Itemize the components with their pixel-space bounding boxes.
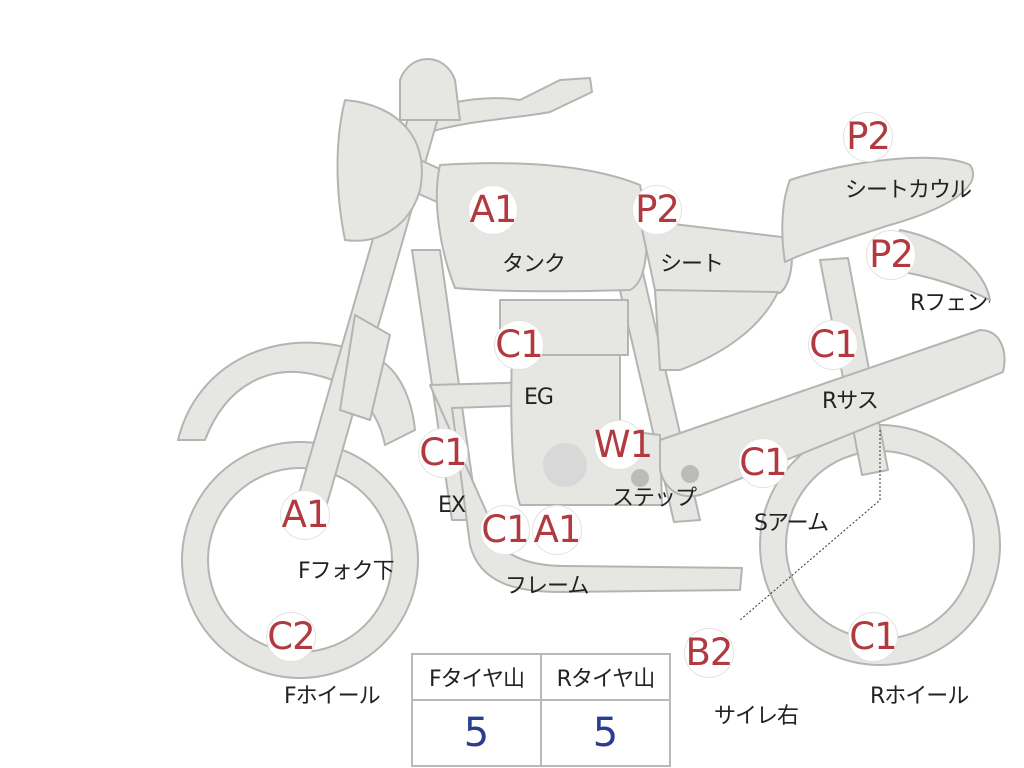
side-panel bbox=[654, 289, 779, 371]
seat-cowl-label: シートカウル bbox=[845, 178, 972, 203]
seat-marker: P2 bbox=[632, 185, 682, 235]
rear-wheel-marker: C1 bbox=[848, 612, 898, 662]
front-wheel-label: Fホイール bbox=[284, 684, 381, 709]
step-peg-left bbox=[631, 469, 649, 487]
front-fork-lower-label: Fフォク下 bbox=[298, 559, 395, 584]
side-scratch-marker: B2 bbox=[684, 628, 734, 678]
step-marker: W1 bbox=[594, 420, 653, 470]
step-peg-right bbox=[681, 465, 699, 483]
step-label: ステップ bbox=[612, 486, 697, 511]
frame-label: フレーム bbox=[505, 574, 589, 599]
tank-marker: A1 bbox=[468, 185, 518, 235]
swing-arm-label: Sアーム bbox=[754, 511, 829, 536]
frame-marker-c1: C1 bbox=[480, 505, 530, 555]
front-tread-header: Fタイヤ山 bbox=[411, 653, 542, 701]
headlight bbox=[336, 99, 423, 242]
front-fork-lower-marker: A1 bbox=[280, 490, 330, 540]
rear-suspension-marker: C1 bbox=[808, 320, 858, 370]
rear-tread-value: 5 bbox=[540, 699, 671, 767]
headlight-cap bbox=[399, 58, 461, 121]
side-scratch-label: サイレ右 bbox=[714, 704, 799, 729]
engine-label: EG bbox=[524, 385, 554, 410]
seat-label: シート bbox=[660, 252, 724, 277]
tire-tread-table: Fタイヤ山 Rタイヤ山 5 5 bbox=[411, 653, 671, 767]
exhaust-label: EX bbox=[438, 493, 466, 518]
rear-fender-label: Rフェンダー bbox=[910, 291, 990, 316]
frame-marker-a1: A1 bbox=[532, 505, 582, 555]
rear-fender-marker: P2 bbox=[866, 230, 916, 280]
rear-tread-header: Rタイヤ山 bbox=[540, 653, 671, 701]
rear-suspension-label: Rサス bbox=[822, 389, 879, 414]
tire-tread-value-row: 5 5 bbox=[411, 699, 671, 767]
engine-cover bbox=[543, 443, 587, 487]
fork-cover bbox=[339, 314, 391, 421]
tank-label: タンク bbox=[502, 252, 566, 277]
exhaust-marker: C1 bbox=[418, 428, 468, 478]
engine-marker: C1 bbox=[494, 320, 544, 370]
front-tread-value: 5 bbox=[411, 699, 542, 767]
tire-tread-header-row: Fタイヤ山 Rタイヤ山 bbox=[411, 653, 671, 701]
rear-wheel-label: Rホイール bbox=[870, 684, 969, 709]
seat-cowl-marker: P2 bbox=[843, 112, 893, 162]
handlebar bbox=[419, 77, 593, 133]
front-wheel-marker: C2 bbox=[266, 612, 316, 662]
swing-arm-marker: C1 bbox=[738, 438, 788, 488]
seat-cowl bbox=[781, 156, 975, 263]
leader-line bbox=[739, 430, 881, 621]
